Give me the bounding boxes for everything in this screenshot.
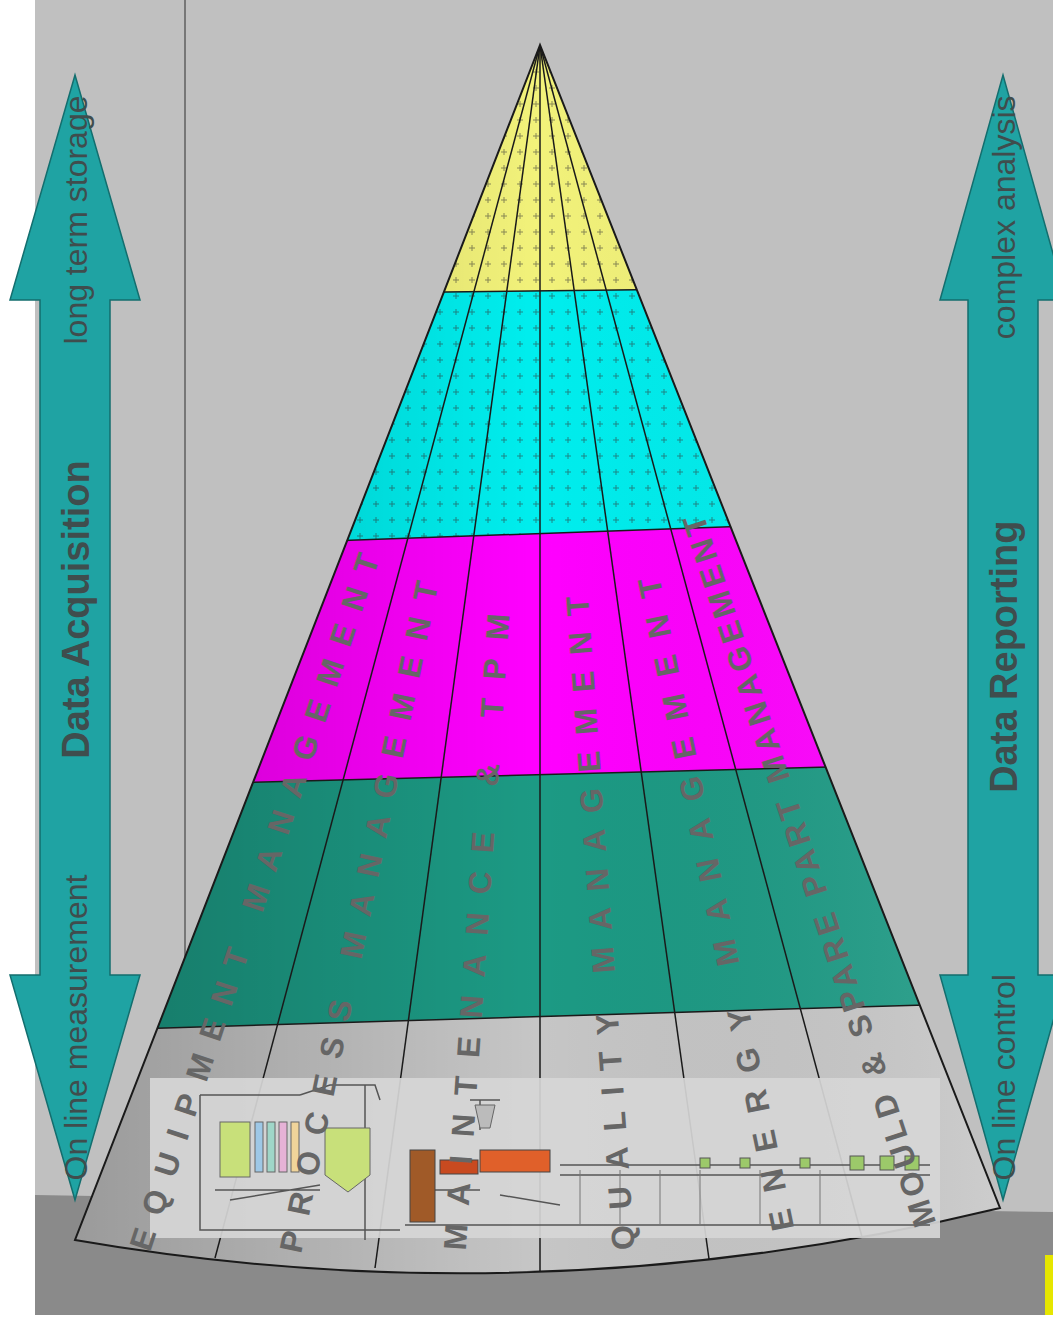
double-arrow: On line measurement Data Acquisition long … bbox=[10, 75, 140, 1200]
arrow-caption: long term storage bbox=[57, 95, 94, 344]
cone-shading bbox=[75, 0, 1002, 1317]
corner-mark bbox=[1045, 1255, 1053, 1315]
cone-slice: PROCESS MANAGEMENT bbox=[274, 558, 451, 1258]
plant-illustration bbox=[150, 1078, 940, 1240]
arrow-title: Data Acquisition bbox=[54, 460, 97, 758]
cone-slice: QUALITY MANAGEMENT bbox=[560, 576, 644, 1255]
arrow-caption: complex analysis bbox=[985, 95, 1022, 339]
arrow-text-row: On line control Data Reporting complex ana… bbox=[978, 95, 1028, 1180]
arrow-caption: On line measurement bbox=[57, 874, 94, 1180]
slice-label: MAINTENANCE & TPM bbox=[439, 594, 516, 1251]
cone-outline bbox=[75, 45, 1000, 1273]
arrow-text-row: On line measurement Data Acquisition long … bbox=[50, 95, 100, 1180]
arrow-title: Data Reporting bbox=[982, 520, 1025, 792]
band-edges bbox=[0, 285, 1053, 1033]
cone-slice: MAINTENANCE & TPM bbox=[439, 591, 521, 1254]
arrow-outline bbox=[10, 75, 140, 1200]
double-arrow: On line control Data Reporting complex ana… bbox=[940, 75, 1053, 1200]
arrow-outline bbox=[940, 75, 1053, 1200]
slice-label: QUALITY MANAGEMENT bbox=[560, 579, 640, 1251]
slice-label: ENERGY MANAGEMENT bbox=[629, 557, 799, 1234]
cone-slice: ENERGY MANAGEMENT bbox=[628, 553, 803, 1236]
slice-label: PROCESS MANAGEMENT bbox=[275, 561, 447, 1254]
arrow-caption: On line control bbox=[985, 974, 1022, 1180]
